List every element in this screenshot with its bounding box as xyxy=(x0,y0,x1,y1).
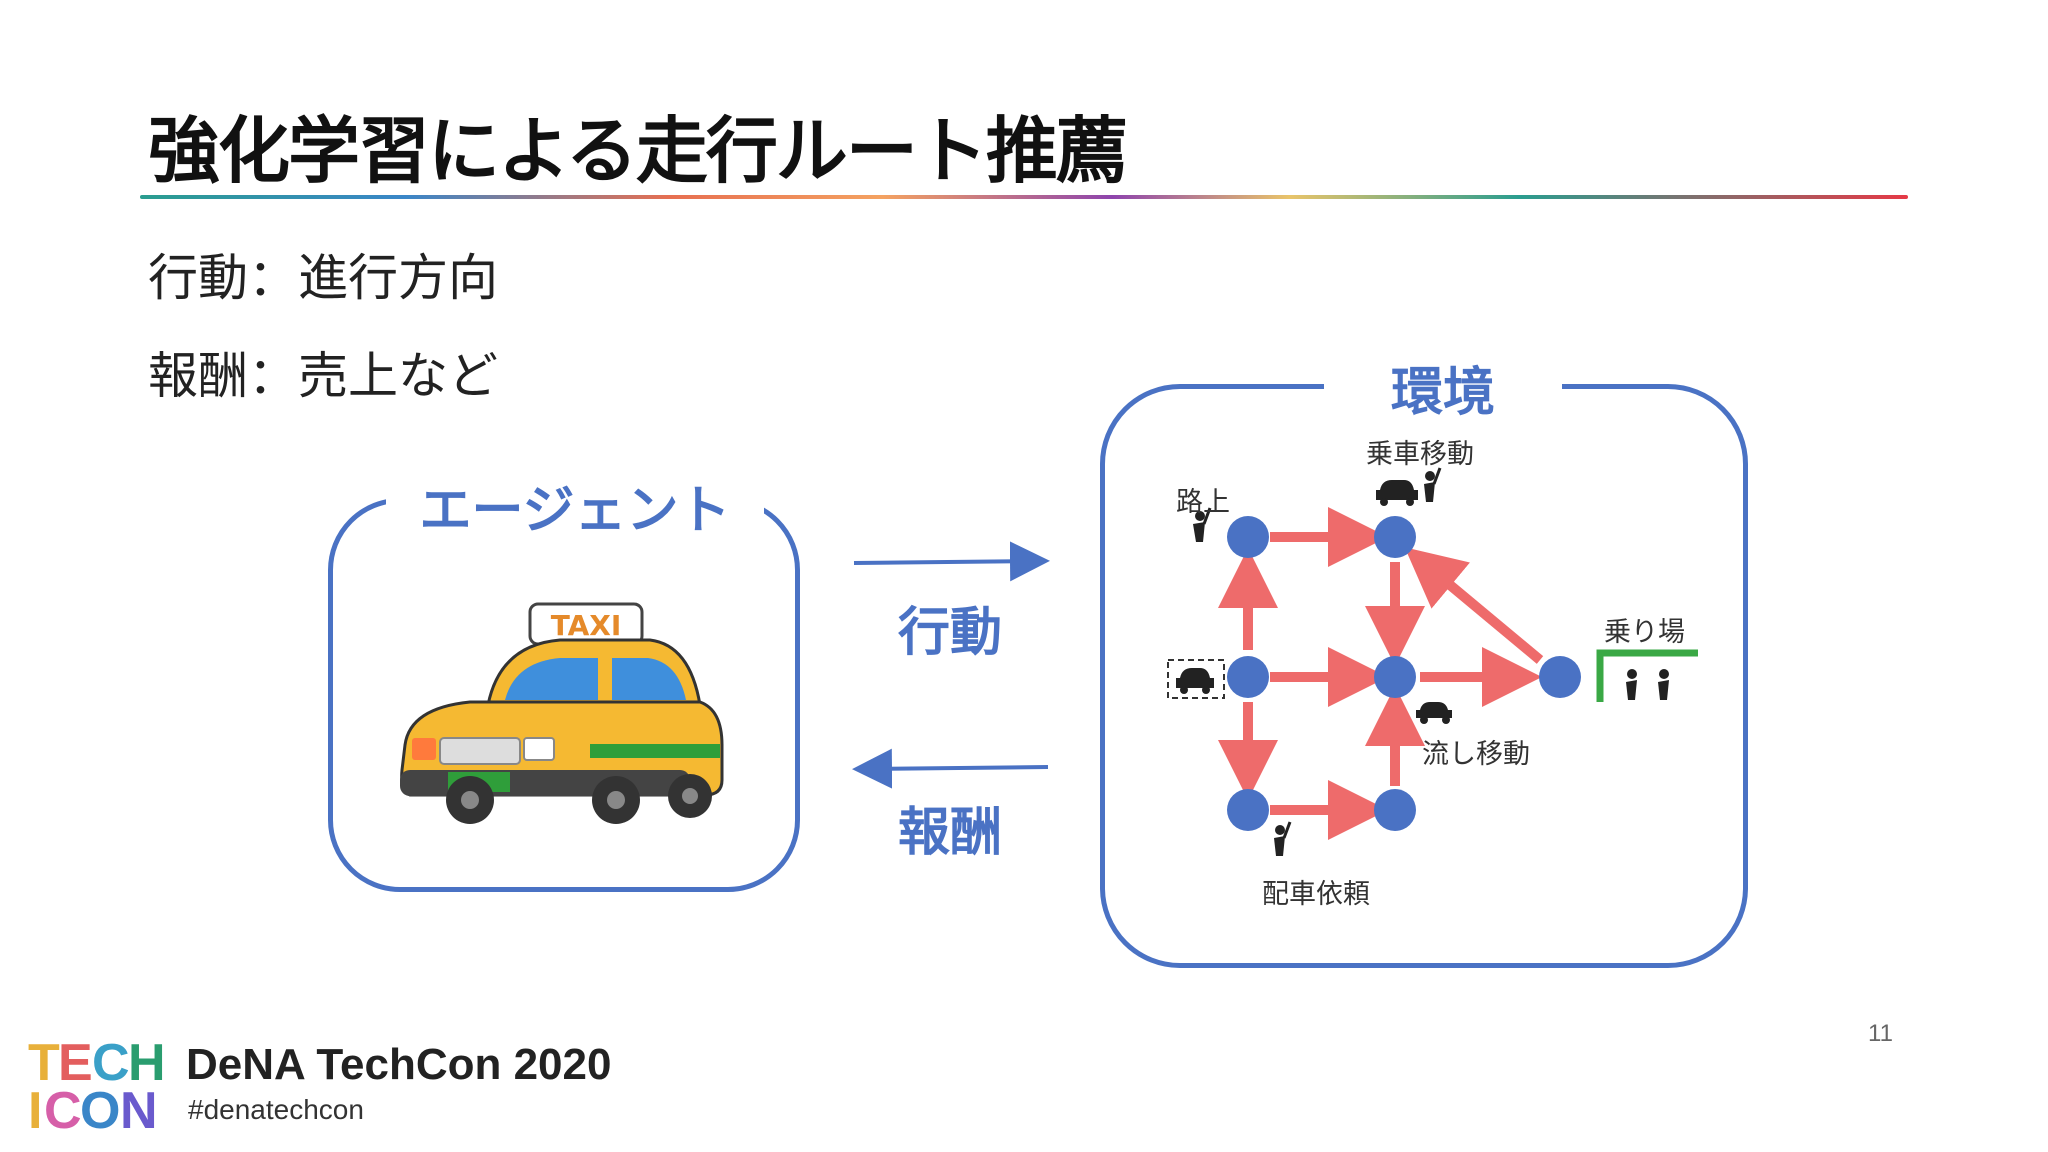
reward-label: 報酬 xyxy=(898,803,1003,863)
route-graph-nodes xyxy=(1227,516,1581,831)
page-number: 11 xyxy=(1868,1020,1893,1047)
node-dispatch xyxy=(1227,789,1269,831)
node-street xyxy=(1227,516,1269,558)
taxi-sign-text: TAXI xyxy=(551,609,622,642)
node-bottom xyxy=(1374,789,1416,831)
current-taxi-box xyxy=(1167,659,1225,699)
node-left xyxy=(1227,656,1269,698)
svg-text:T: T xyxy=(28,1034,60,1092)
taxi-illustration: TAXI xyxy=(400,602,724,824)
title-divider xyxy=(140,195,1908,199)
svg-text:I: I xyxy=(28,1082,42,1140)
taxi-front-window xyxy=(505,658,598,700)
car-icon xyxy=(1376,480,1418,506)
edge-stand-to-ride xyxy=(1404,547,1544,664)
node-center xyxy=(1374,656,1416,698)
svg-text:E: E xyxy=(58,1034,93,1092)
slide-title: 強化学習による走行ルート推薦 xyxy=(148,109,1128,193)
node-ride xyxy=(1374,516,1416,558)
person-icon xyxy=(1424,467,1442,502)
taxi-rear-window xyxy=(612,658,686,700)
svg-text:C: C xyxy=(44,1082,82,1140)
person-icon xyxy=(1193,507,1212,542)
action-arrow xyxy=(853,541,1050,582)
node-label-cruise: 流し移動 xyxy=(1422,739,1530,770)
car-icon xyxy=(1416,702,1452,724)
reward-arrow xyxy=(852,748,1049,789)
event-hashtag: #denatechcon xyxy=(188,1094,364,1125)
taxi-grille xyxy=(439,737,521,765)
graph-icons xyxy=(1167,467,1452,856)
taxi-stripe xyxy=(590,744,720,758)
node-label-street: 路上 xyxy=(1176,487,1230,518)
svg-text:C: C xyxy=(92,1034,130,1092)
techcon-logo: T E C H I C O N xyxy=(28,1034,166,1140)
taxi-stand-icon xyxy=(1596,649,1698,702)
route-graph-edges xyxy=(1218,507,1544,840)
bullet-reward: 報酬：売上など xyxy=(148,347,498,405)
node-stand xyxy=(1539,656,1581,698)
svg-text:O: O xyxy=(80,1082,120,1140)
environment-label: 環境 xyxy=(1324,350,1562,425)
taxi-headlight-left xyxy=(412,738,436,760)
taxi-headlight-right xyxy=(523,737,555,761)
car-icon xyxy=(1176,668,1214,694)
svg-text:N: N xyxy=(120,1082,158,1140)
taxi-bumper xyxy=(400,770,690,796)
svg-text:H: H xyxy=(128,1034,166,1092)
event-name: DeNA TechCon 2020 xyxy=(186,1040,612,1089)
node-label-ride: 乗車移動 xyxy=(1366,439,1474,470)
bullet-action: 行動：進行方向 xyxy=(148,249,498,307)
action-label: 行動 xyxy=(898,603,1003,663)
node-label-taxi-stand: 乗り場 xyxy=(1604,617,1685,648)
person-icon xyxy=(1274,821,1292,856)
node-label-dispatch: 配車依頼 xyxy=(1262,879,1370,910)
agent-label: エージェント xyxy=(386,468,764,543)
